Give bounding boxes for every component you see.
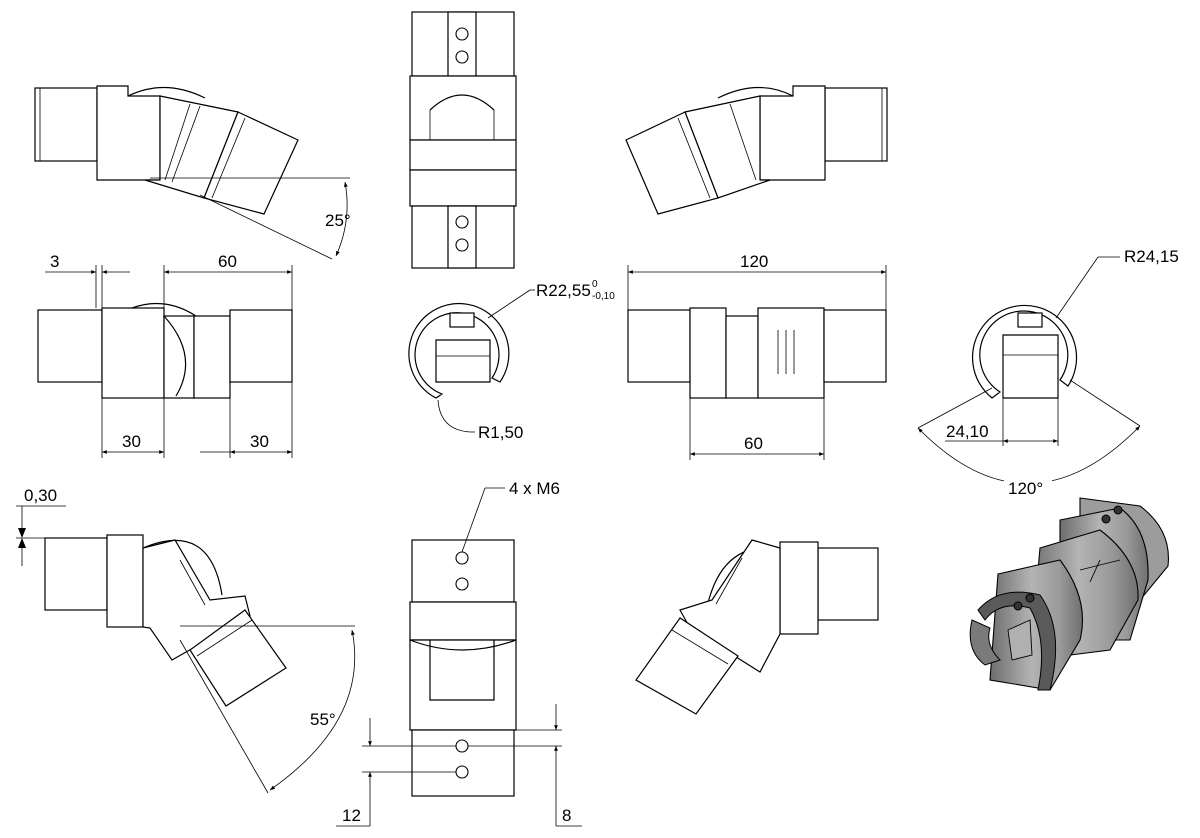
- view-angled-55: 0,30 55°: [16, 486, 356, 794]
- dim-3-label: 3: [50, 252, 59, 271]
- angle-25-label: 25°: [325, 211, 351, 230]
- hole-bottom-3: [455, 739, 469, 753]
- view-section-right: R24,15 24,10 120°: [917, 247, 1179, 500]
- radius-outer-label: R24,15: [1124, 247, 1179, 266]
- dim-60-top-label: 60: [218, 252, 237, 271]
- dim-30-right-label: 30: [250, 432, 269, 451]
- view-angled-bottom-right: [635, 539, 879, 715]
- tolerance-lower: -0,10: [592, 291, 615, 302]
- dim-60-bottom-label: 60: [744, 434, 763, 453]
- hole-bottom-1: [455, 551, 469, 565]
- hole-bottom-2: [455, 577, 469, 591]
- view-elevation-top: [409, 11, 517, 269]
- dim-30-left-label: 30: [122, 432, 141, 451]
- view-angled-right: [625, 85, 888, 215]
- hole-offset-12-label: 12: [342, 806, 361, 825]
- radius-inner-label: R22,55: [536, 281, 591, 300]
- dim-120-label: 120: [740, 252, 768, 271]
- angle-120-label: 120°: [1008, 479, 1043, 498]
- angle-55-label: 55°: [310, 710, 336, 729]
- hole-top-3: [455, 215, 469, 229]
- view-side-left: 3 60 30 30: [37, 252, 293, 458]
- slot-width-label: 24,10: [946, 422, 989, 441]
- hole-top-1: [455, 27, 469, 41]
- view-elevation-bottom: 4 x M6 12 8: [336, 479, 582, 827]
- view-section-center: R22,55 0 -0,10 R1,50: [408, 279, 615, 442]
- hole-bottom-4: [455, 765, 469, 779]
- thread-note-label: 4 x M6: [509, 479, 560, 498]
- hole-top-4: [455, 238, 469, 252]
- tolerance-upper: 0: [592, 279, 598, 290]
- hole-offset-8-label: 8: [562, 806, 571, 825]
- view-angled-25: 25°: [34, 85, 351, 260]
- hole-top-2: [455, 50, 469, 64]
- radius-small-label: R1,50: [478, 423, 523, 442]
- offset-030-label: 0,30: [24, 486, 57, 505]
- view-side-right: 120 60: [627, 252, 887, 460]
- isometric-render: [969, 497, 1169, 691]
